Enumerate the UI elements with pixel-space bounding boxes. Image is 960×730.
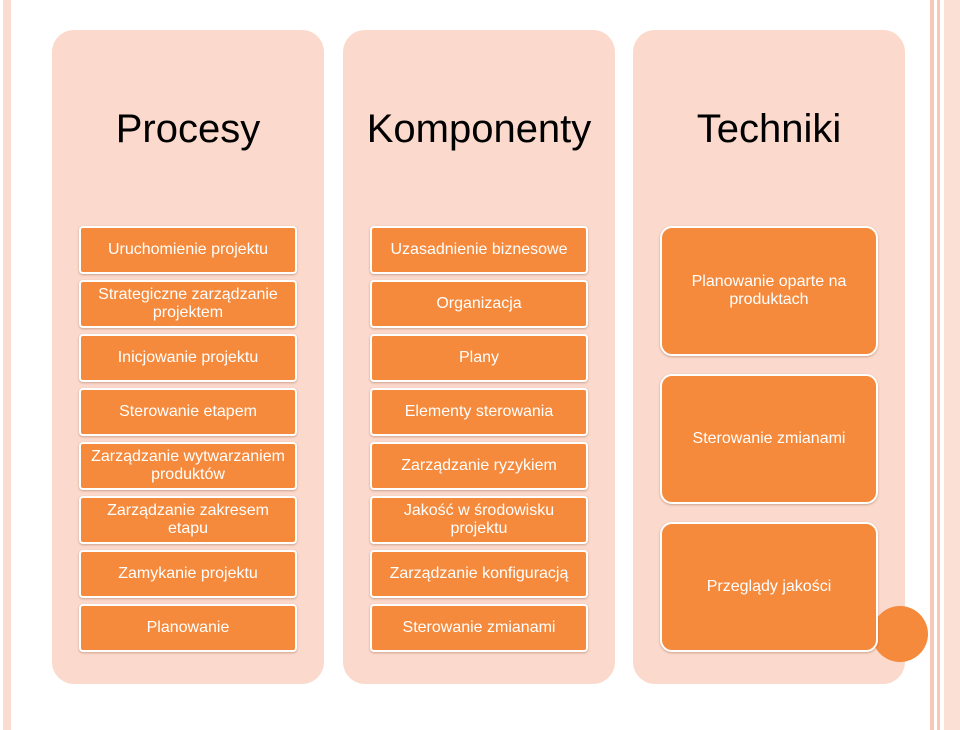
decorative-stripe-right (937, 0, 940, 730)
process-box: Uruchomienie projektu (79, 226, 297, 274)
process-box: Zarządzanie zakresem etapu (79, 496, 297, 544)
decorative-circle (872, 606, 928, 662)
component-box: Elementy sterowania (370, 388, 588, 436)
process-box: Zarządzanie wytwarzaniem produktów (79, 442, 297, 490)
process-box: Sterowanie etapem (79, 388, 297, 436)
component-box: Zarządzanie ryzykiem (370, 442, 588, 490)
process-box: Inicjowanie projektu (79, 334, 297, 382)
component-box: Uzasadnienie biznesowe (370, 226, 588, 274)
component-box: Jakość w środowisku projektu (370, 496, 588, 544)
component-box: Zarządzanie konfiguracją (370, 550, 588, 598)
process-box: Zamykanie projektu (79, 550, 297, 598)
process-box: Strategiczne zarządzanie projektem (79, 280, 297, 328)
column-title-procesy: Procesy (115, 107, 261, 151)
decorative-stripe-right (944, 0, 960, 730)
decorative-stripe-right (930, 0, 934, 730)
column-title-techniki: Techniki (696, 107, 842, 151)
component-box: Sterowanie zmianami (370, 604, 588, 652)
technique-box: Sterowanie zmianami (660, 374, 878, 504)
decorative-stripe-left (3, 0, 11, 730)
technique-box: Przeglądy jakości (660, 522, 878, 652)
component-box: Organizacja (370, 280, 588, 328)
column-title-komponenty: Komponenty (366, 107, 592, 151)
component-box: Plany (370, 334, 588, 382)
process-box: Planowanie (79, 604, 297, 652)
technique-box: Planowanie oparte na produktach (660, 226, 878, 356)
